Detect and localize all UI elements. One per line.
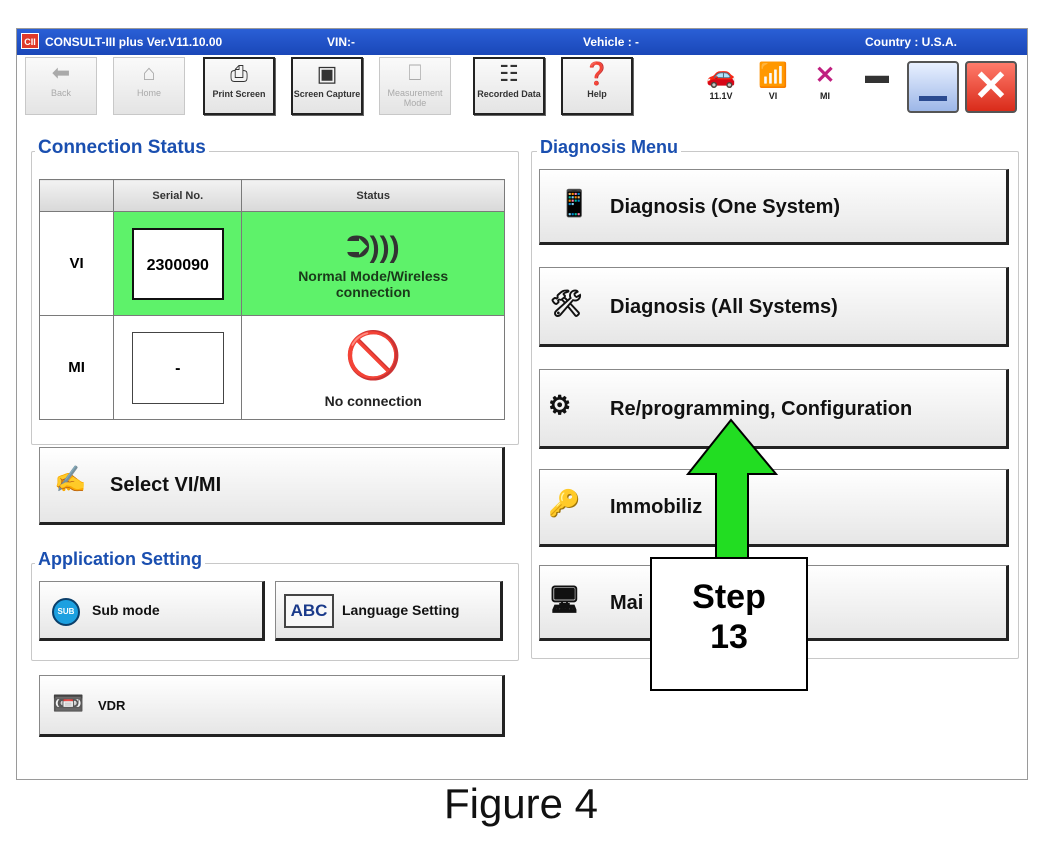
sub-mode-icon: SUB (52, 598, 80, 626)
help-button[interactable]: ❓ Help (561, 57, 633, 115)
language-setting-button[interactable]: ABC Language Setting (275, 581, 503, 641)
vi-status-cell: ⮊))) Normal Mode/Wireless connection (241, 211, 505, 316)
table-row-vi: VI 2300090 ⮊))) Normal Mode/Wireless con… (38, 211, 505, 316)
diagnosis-one-system-button[interactable]: 📱 Diagnosis (One System) (539, 169, 1009, 245)
connection-status-group (31, 151, 519, 445)
step-callout-box: Step 13 (650, 557, 808, 691)
immobilizer-key-icon: 🔑 (548, 488, 581, 518)
title-bar: CII CONSULT-III plus Ver.V11.10.00 VIN:-… (17, 29, 1027, 55)
screen-capture-button[interactable]: ▣ Screen Capture (291, 57, 363, 115)
back-button[interactable]: ⬅ Back (25, 57, 97, 115)
table-header-empty (38, 179, 115, 212)
vi-serial-cell: 2300090 (113, 211, 243, 316)
disconnected-x-icon: ✕ (814, 62, 836, 89)
vi-status-text: Normal Mode/Wireless connection (298, 267, 449, 300)
application-setting-group (31, 563, 519, 661)
reprogramming-configuration-button[interactable]: ⚙ Re/programming, Configuration (539, 369, 1009, 449)
step-number: 13 (710, 618, 748, 656)
phone-device-icon: 📱 (558, 188, 591, 218)
vi-status: 📶 VI (751, 61, 795, 101)
table-row-mi: MI - 🚫 No connection (38, 315, 505, 420)
device-status: ▬ (855, 61, 899, 91)
vehicle-label: Vehicle : - (583, 35, 640, 49)
close-button[interactable]: ✕ (965, 61, 1017, 113)
back-arrow-icon: ⬅ (51, 60, 71, 85)
close-icon: ✕ (973, 62, 1009, 109)
table-header-status: Status (241, 179, 505, 212)
printer-icon: ⎙ (230, 61, 248, 86)
camera-icon: ▣ (316, 61, 338, 86)
no-connection-icon: 🚫 (344, 328, 402, 381)
mi-status-cell: 🚫 No connection (241, 315, 505, 420)
help-icon: ❓ (583, 61, 611, 86)
immobilizer-button[interactable]: 🔑 Immobiliz (539, 469, 1009, 547)
mi-serial-cell: - (113, 315, 243, 420)
select-vi-mi-button[interactable]: ✍ Select VI/MI (39, 447, 505, 525)
diagnosis-menu-title: Diagnosis Menu (537, 137, 682, 158)
mi-status-text: No connection (324, 392, 422, 409)
connection-status-table: Serial No. Status VI 2300090 ⮊))) Normal… (38, 179, 505, 420)
minimize-button[interactable] (907, 61, 959, 113)
mi-row-label: MI (38, 315, 115, 420)
step-label: Step (692, 578, 766, 616)
figure-caption: Figure 4 (443, 780, 599, 827)
mechanic-icon: 🛠 (550, 288, 584, 318)
country-label: Country : U.S.A. (865, 35, 957, 49)
consult-logo-icon: CII (21, 33, 39, 49)
connection-status-title: Connection Status (35, 137, 209, 159)
application-setting-title: Application Setting (35, 549, 205, 570)
sub-mode-button[interactable]: SUB Sub mode (39, 581, 265, 641)
abc-icon: ABC (284, 594, 334, 628)
device-icon: ▬ (865, 62, 889, 89)
recorded-data-icon: ☷ (499, 61, 519, 86)
recorded-data-button[interactable]: ☷ Recorded Data (473, 57, 545, 115)
home-button[interactable]: ⌂ Home (113, 57, 185, 115)
car-icon: 🚗 (706, 62, 736, 89)
maintenance-computer-icon: 🖥 (548, 584, 582, 614)
measurement-mode-button[interactable]: ⎕ Measurement Mode (379, 57, 451, 115)
vi-row-label: VI (38, 211, 115, 316)
reprogramming-icon: ⚙ (548, 390, 572, 420)
consult-window: CII CONSULT-III plus Ver.V11.10.00 VIN:-… (16, 28, 1028, 780)
table-header-serial: Serial No. (113, 179, 243, 212)
vdr-icon: 📼 (52, 688, 85, 718)
mi-serial-value: - (131, 331, 224, 404)
diagnosis-all-systems-button[interactable]: 🛠 Diagnosis (All Systems) (539, 267, 1009, 347)
vi-serial-value: 2300090 (131, 227, 224, 300)
print-screen-button[interactable]: ⎙ Print Screen (203, 57, 275, 115)
vdr-button[interactable]: 📼 VDR (39, 675, 505, 737)
home-icon: ⌂ (142, 60, 156, 85)
signal-icon: 📶 (758, 62, 788, 89)
select-vi-mi-icon: ✍ (54, 464, 87, 494)
meter-icon: ⎕ (408, 60, 422, 85)
wireless-key-icon: ⮊))) (346, 230, 400, 264)
vin-label: VIN:- (327, 35, 355, 49)
app-title: CONSULT-III plus Ver.V11.10.00 (45, 35, 223, 49)
toolbar: ⬅ Back ⌂ Home ⎙ Print Screen ▣ Screen Ca… (17, 55, 1027, 151)
battery-voltage-status: 🚗 11.1V (699, 61, 743, 101)
mi-status: ✕ MI (803, 61, 847, 101)
